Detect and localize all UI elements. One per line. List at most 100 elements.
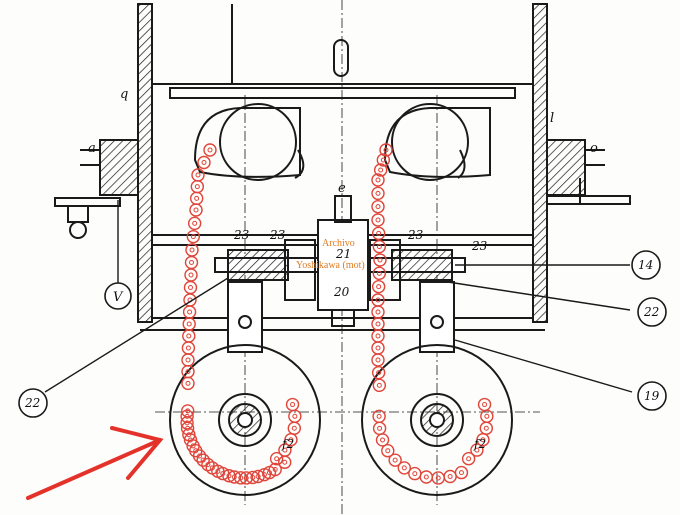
right-wheel: [361, 344, 513, 496]
chain-link: [408, 466, 422, 481]
chain-link: [183, 433, 198, 447]
chain-link: [388, 453, 402, 467]
chain-link-center: [207, 147, 213, 153]
label-23-d: 23: [471, 239, 488, 253]
chain-link-center: [288, 437, 294, 443]
chain-link-center: [375, 217, 381, 223]
chain-link-center: [482, 402, 488, 408]
motor-housings: [193, 103, 491, 181]
chain-link: [371, 186, 385, 201]
chain-link-center: [266, 470, 272, 476]
chain-link: [186, 229, 201, 244]
chain-link-center: [190, 234, 196, 240]
chain-link-center: [231, 474, 237, 480]
chain-link-center: [375, 357, 381, 363]
label-20: 20: [333, 285, 350, 299]
chain-link: [431, 471, 445, 485]
chain-link-center: [383, 147, 389, 153]
chain-link-center: [375, 345, 381, 351]
chain-link-center: [484, 413, 490, 419]
chain-link-center: [188, 437, 194, 443]
chain-link: [278, 443, 292, 457]
chain-link: [373, 163, 388, 177]
chain-link-center: [375, 321, 381, 327]
chain-link: [372, 239, 387, 254]
chain-link: [372, 266, 387, 281]
right-wall: [532, 3, 548, 323]
chain-link: [373, 253, 387, 267]
chain-link: [287, 421, 302, 435]
chain-link-center: [385, 448, 391, 454]
chain-link-center: [189, 247, 195, 253]
label-23-b: 23: [269, 228, 286, 242]
chain-link: [284, 433, 298, 447]
chain-link: [372, 378, 387, 393]
chain-link-center: [375, 309, 381, 315]
chain-link-center: [376, 370, 382, 376]
label-22-left: 22: [24, 396, 40, 410]
chain-link-center: [375, 297, 381, 303]
chain-link: [470, 443, 484, 457]
chain-link: [187, 216, 202, 231]
chain-link-center: [200, 457, 206, 463]
chain-link: [371, 213, 385, 227]
chain-link: [189, 444, 203, 458]
chain-link: [371, 341, 385, 355]
chain-link: [371, 279, 386, 294]
chain-link-center: [376, 413, 382, 419]
chain-link-center: [290, 402, 296, 408]
chain-link-center: [483, 425, 489, 431]
chain-link-center: [291, 425, 297, 431]
chain-link: [203, 143, 217, 157]
label-23-c: 23: [407, 228, 424, 242]
chain-link-center: [255, 473, 261, 479]
chain-link-center: [185, 425, 191, 431]
chain-link: [205, 461, 219, 475]
chain-link-center: [435, 475, 441, 481]
label-19: 19: [644, 389, 660, 403]
chain-link: [181, 376, 195, 391]
hangers: [227, 281, 455, 353]
left-wall: [137, 3, 153, 323]
chain-link: [372, 421, 387, 436]
chain-link-center: [480, 437, 486, 443]
chain-link: [278, 455, 292, 469]
chain-link: [476, 433, 490, 447]
leader-lines: [44, 200, 633, 393]
chain-link-center: [375, 177, 381, 183]
chain-link-center: [447, 473, 453, 479]
chain-link-center: [466, 456, 472, 462]
chain-link-center: [186, 333, 192, 339]
left-wheel: [169, 344, 321, 496]
chain-link-center: [376, 230, 382, 236]
chain-link-center: [376, 270, 382, 276]
label-f2-right: f2: [473, 437, 486, 451]
chain-link-center: [185, 369, 191, 375]
label-22-right: 22: [643, 305, 659, 319]
chain-link: [443, 469, 457, 484]
label-e: e: [338, 181, 346, 196]
chain-link-center: [188, 272, 194, 278]
chain-link-center: [380, 157, 386, 163]
slot: [333, 39, 349, 77]
chain-link: [375, 433, 390, 447]
chain-link-center: [195, 172, 201, 178]
chain-link: [454, 465, 469, 480]
label-bubbles: [18, 250, 667, 418]
chain-link-center: [243, 475, 249, 481]
chain-link-center: [376, 244, 382, 250]
label-f2-left: f2: [281, 437, 294, 451]
chain-link-center: [376, 284, 382, 290]
chain-link-center: [189, 260, 194, 265]
chain-link: [184, 255, 199, 270]
chain-link-center: [423, 474, 429, 480]
chain-link: [182, 329, 196, 343]
chain-link: [371, 329, 385, 343]
chain-link-center: [292, 413, 298, 419]
chain-link-center: [377, 425, 383, 431]
chain-link: [184, 268, 198, 282]
chain-link-center: [194, 195, 200, 201]
chain-link: [371, 317, 385, 331]
chain-link: [189, 191, 204, 206]
